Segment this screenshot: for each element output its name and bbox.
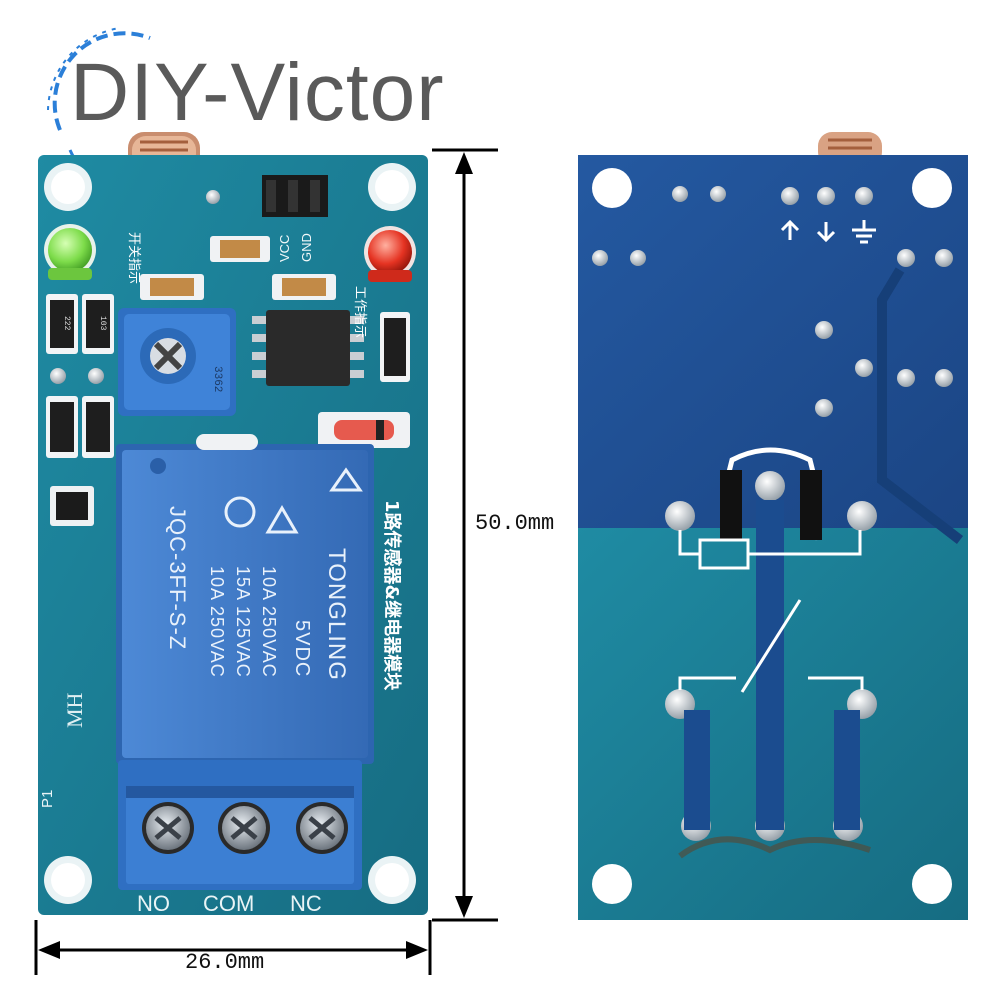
potentiometer-code: 3362 [211,366,223,393]
resistor-code-b: 103 [98,316,107,331]
relay-spec-3: 10A 250VAC [207,566,227,678]
relay-brand: TONGLING [323,548,350,681]
pin-symbols [780,219,876,244]
relay-spec-2: 15A 125VAC [233,566,253,678]
terminal-label-com: COM [203,891,255,916]
green-led [44,224,96,280]
header-pins [206,175,328,217]
mh-label: MH [62,692,87,728]
watermark-text: DIY-Victor [70,47,445,138]
silkscreen-schematic [678,530,864,693]
smd-components-left [46,294,114,526]
relay-voltage: 5VDC [291,620,313,678]
p1-label: P1 [39,789,56,808]
back-pcb [578,132,968,920]
relay-spec-1: 10A 250VAC [259,566,279,678]
terminal-block [118,760,362,890]
module-title: 1路传感器&继电器模块 [381,500,402,691]
terminal-label-no: NO [137,891,170,916]
mounting-holes [44,163,416,904]
pcb-traces [877,267,964,544]
diode [318,412,410,448]
relay [116,434,374,764]
potentiometer [118,308,236,416]
resistor-code-a: 222 [62,316,71,331]
ic-chip [252,310,364,386]
gnd-label: GND [299,233,314,262]
dimension-lines [34,148,498,975]
switch-led-label: 开关指示 [126,232,141,285]
vcc-label: VCC [277,234,292,262]
relay-model: JQC-3FF-S-Z [165,506,190,651]
height-dimension-label: 50.0mm [475,511,555,536]
width-dimension-label: 26.0mm [185,950,265,975]
terminal-label-nc: NC [290,891,322,916]
red-led [364,226,416,282]
front-pcb [38,132,428,915]
work-led-label: 工作指示 [352,286,367,339]
